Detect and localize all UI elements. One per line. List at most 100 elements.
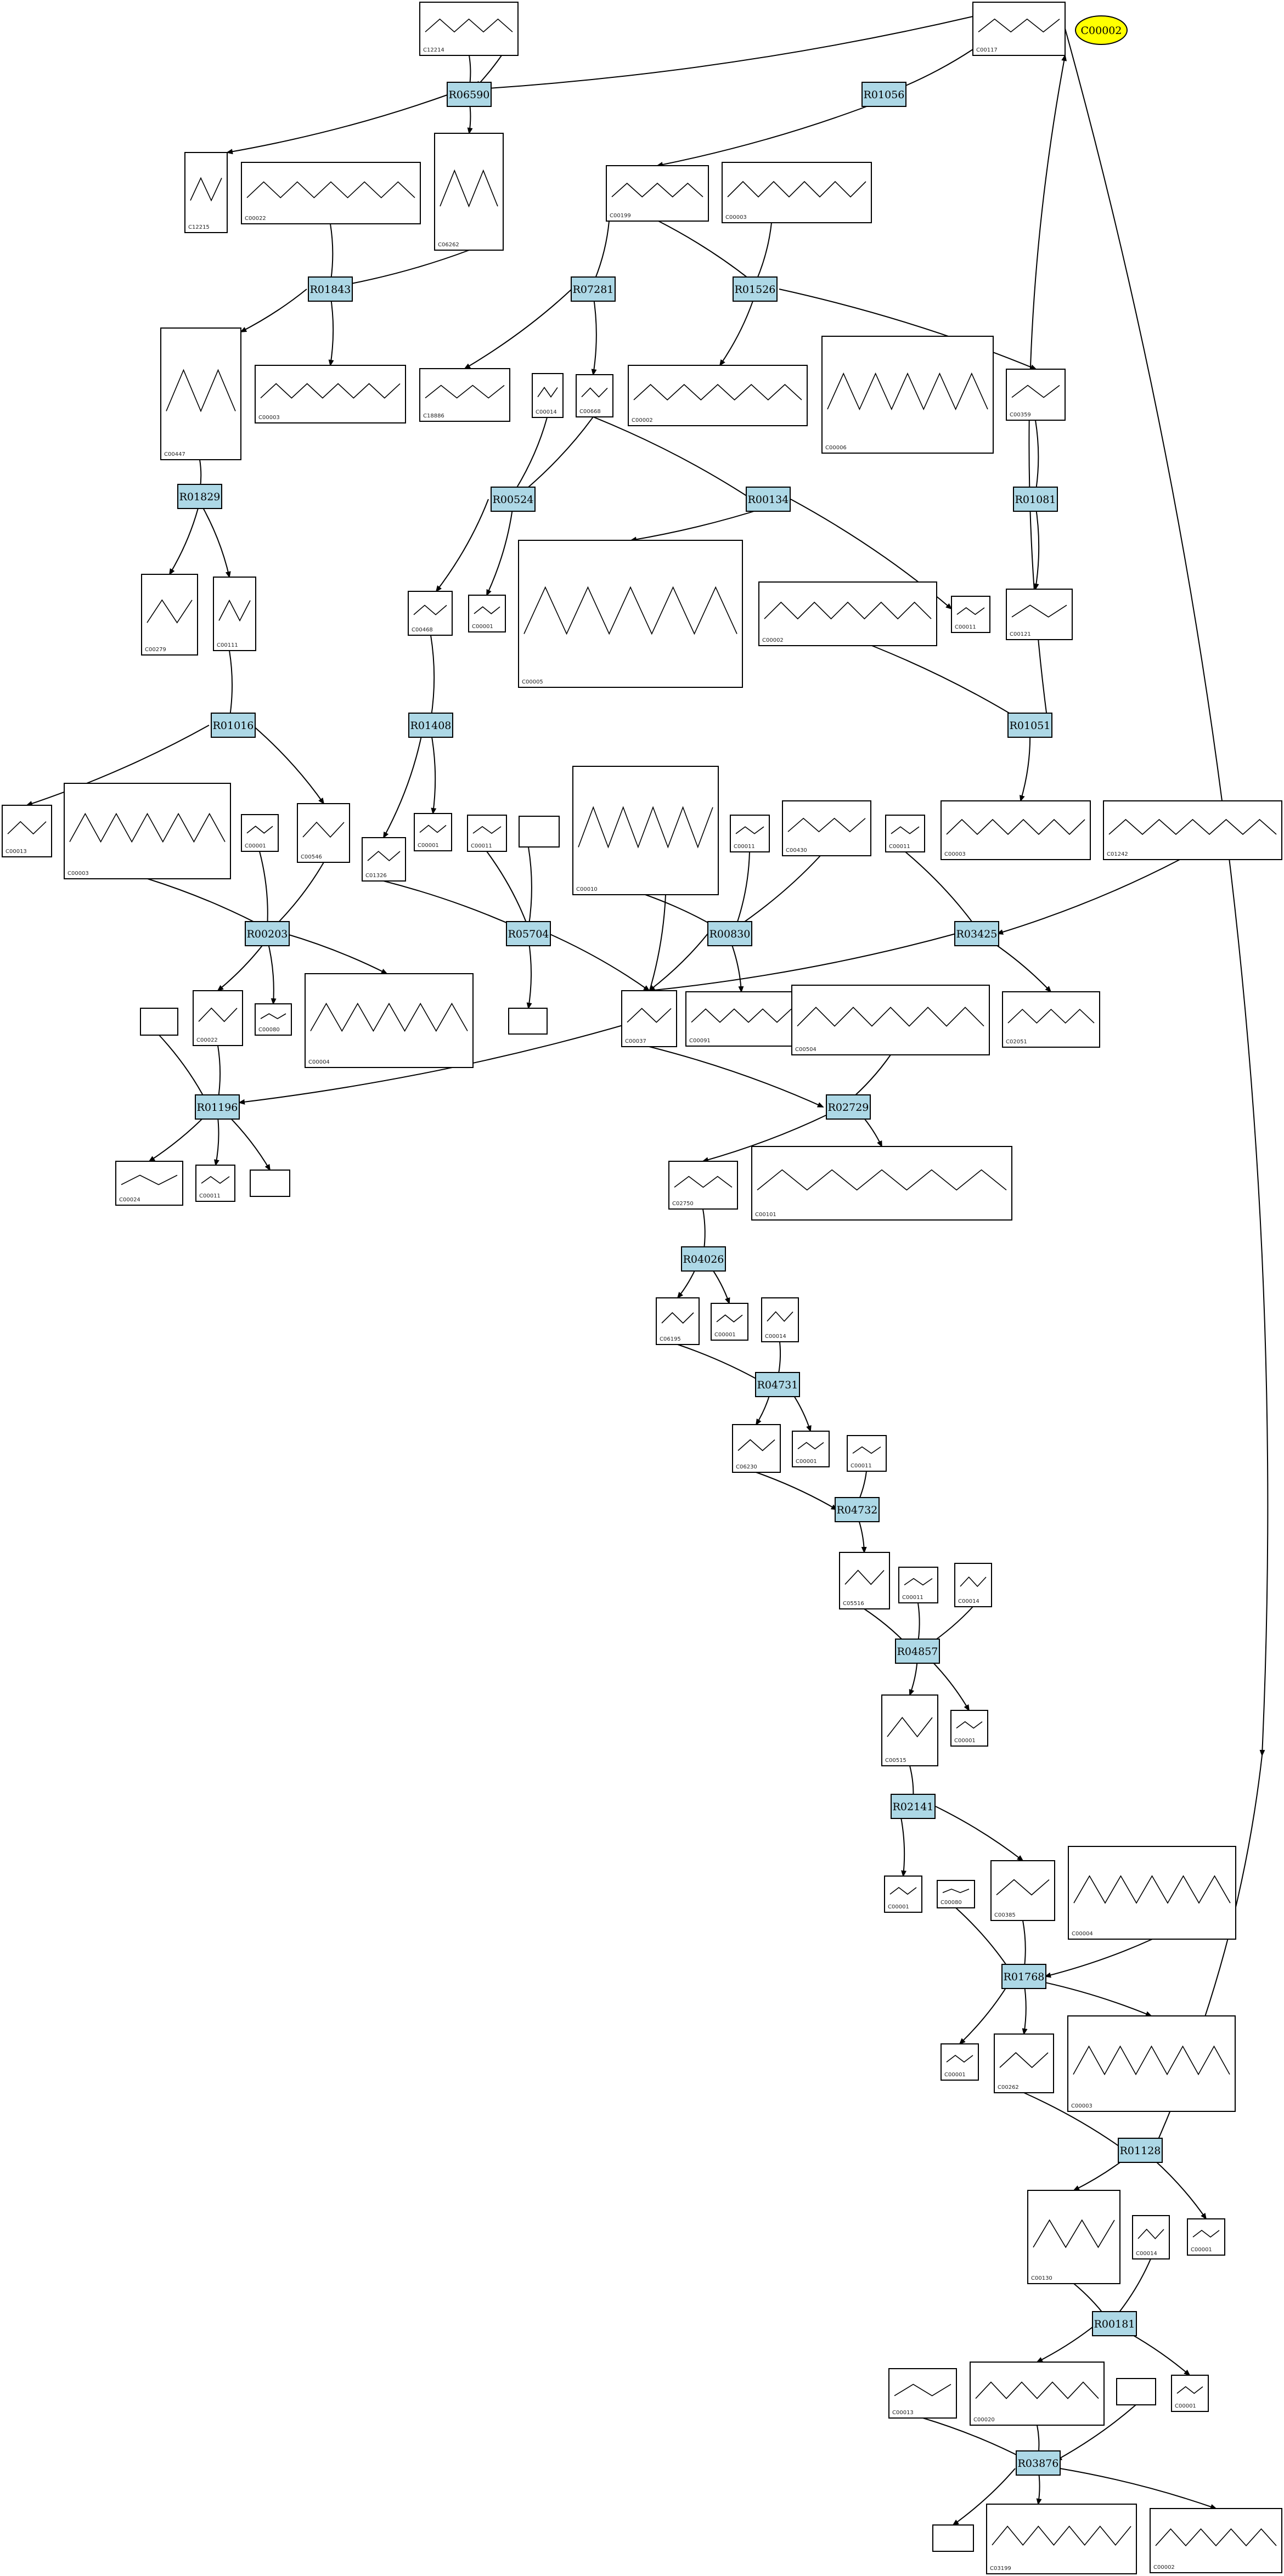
reaction-box[interactable] — [891, 1794, 936, 1819]
compound-box[interactable] — [519, 816, 560, 848]
compound-box[interactable] — [241, 162, 421, 224]
compound-box[interactable] — [986, 2504, 1137, 2574]
reaction-node-r00181[interactable]: R00181 — [1092, 2311, 1137, 2336]
compound-node[interactable]: C00005 — [518, 540, 743, 688]
compound-box[interactable] — [628, 365, 808, 426]
compound-box[interactable] — [730, 815, 770, 852]
compound-box[interactable] — [761, 1297, 799, 1342]
compound-box[interactable] — [1006, 589, 1073, 640]
reaction-node-r01128[interactable]: R01128 — [1118, 2138, 1163, 2163]
compound-node[interactable]: C00117 — [972, 2, 1066, 56]
highlighted-compound-node[interactable]: C00002 — [1075, 15, 1128, 45]
compound-box[interactable] — [532, 373, 564, 418]
compound-node[interactable]: C00130 — [1027, 2190, 1120, 2284]
reaction-box[interactable] — [1016, 2450, 1061, 2476]
compound-node[interactable] — [1116, 2378, 1156, 2405]
compound-node[interactable]: C00504 — [791, 985, 990, 1055]
compound-node[interactable]: C00001 — [792, 1431, 830, 1467]
reaction-box[interactable] — [308, 276, 353, 302]
compound-node[interactable]: C06230 — [732, 1424, 781, 1473]
compound-node[interactable]: C00013 — [888, 2368, 957, 2419]
compound-node[interactable]: C00011 — [951, 596, 990, 633]
compound-box[interactable] — [1103, 800, 1282, 860]
reaction-box[interactable] — [195, 1094, 240, 1120]
reaction-node-r01408[interactable]: R01408 — [408, 713, 453, 738]
compound-box[interactable] — [888, 2368, 957, 2419]
reaction-node-r05704[interactable]: R05704 — [506, 921, 551, 946]
reaction-node-r01081[interactable]: R01081 — [1013, 487, 1058, 512]
reaction-box[interactable] — [177, 484, 222, 509]
compound-node[interactable]: C00002 — [758, 581, 937, 646]
reaction-node-r04026[interactable]: R04026 — [681, 1246, 726, 1272]
compound-box[interactable] — [160, 327, 241, 460]
compound-box[interactable] — [184, 152, 228, 233]
compound-node[interactable] — [519, 816, 560, 848]
reaction-box[interactable] — [1118, 2138, 1163, 2163]
compound-box[interactable] — [758, 581, 937, 646]
compound-box[interactable] — [250, 1170, 290, 1197]
compound-node[interactable]: C00003 — [255, 365, 406, 423]
compound-node[interactable]: C00001 — [950, 1710, 988, 1747]
reaction-node-r01051[interactable]: R01051 — [1007, 713, 1052, 738]
reaction-box[interactable] — [895, 1639, 940, 1664]
compound-node[interactable]: C00447 — [160, 327, 241, 460]
compound-node[interactable]: C02051 — [1002, 991, 1100, 1048]
compound-node[interactable]: C00014 — [954, 1563, 992, 1607]
compound-box[interactable] — [839, 1552, 890, 1609]
compound-node[interactable]: C00024 — [115, 1161, 183, 1206]
compound-node[interactable]: C12214 — [419, 2, 519, 56]
compound-node[interactable]: C00080 — [937, 1880, 975, 1908]
reaction-box[interactable] — [1007, 713, 1052, 738]
compound-node[interactable] — [250, 1170, 290, 1197]
compound-box[interactable] — [821, 336, 994, 454]
reaction-box[interactable] — [826, 1094, 871, 1120]
compound-box[interactable] — [1027, 2190, 1120, 2284]
compound-box[interactable] — [1002, 991, 1100, 1048]
compound-box[interactable] — [994, 2033, 1054, 2093]
compound-box[interactable] — [668, 1161, 738, 1210]
reaction-node-r02729[interactable]: R02729 — [826, 1094, 871, 1120]
compound-node[interactable]: C00006 — [821, 336, 994, 454]
reaction-node-r06590[interactable]: R06590 — [447, 82, 492, 107]
compound-node[interactable]: C00011 — [898, 1567, 938, 1603]
compound-node[interactable]: C03199 — [986, 2504, 1137, 2574]
reaction-box[interactable] — [861, 82, 906, 107]
compound-node[interactable]: C00011 — [885, 815, 925, 852]
compound-node[interactable]: C00199 — [606, 165, 709, 222]
reaction-node-r01768[interactable]: R01768 — [1001, 1964, 1046, 1989]
reaction-box[interactable] — [733, 276, 778, 302]
compound-box[interactable] — [847, 1435, 887, 1472]
reaction-node-r01526[interactable]: R01526 — [733, 276, 778, 302]
compound-box[interactable] — [1068, 1846, 1236, 1940]
compound-node[interactable]: C00003 — [722, 162, 872, 223]
reaction-node-r04857[interactable]: R04857 — [895, 1639, 940, 1664]
compound-box[interactable] — [508, 1008, 548, 1035]
compound-node[interactable]: C00004 — [305, 973, 474, 1068]
compound-box[interactable] — [885, 815, 925, 852]
compound-node[interactable]: C06195 — [656, 1297, 700, 1345]
compound-box[interactable] — [141, 574, 198, 656]
compound-node[interactable]: C00111 — [213, 577, 256, 651]
compound-node[interactable]: C00001 — [1187, 2218, 1225, 2256]
reaction-node-r01016[interactable]: R01016 — [211, 713, 256, 738]
reaction-node-r04732[interactable]: R04732 — [835, 1497, 880, 1522]
compound-node[interactable]: C00011 — [847, 1435, 887, 1472]
reaction-node-r01196[interactable]: R01196 — [195, 1094, 240, 1120]
compound-box[interactable] — [791, 985, 990, 1055]
reaction-node-r00830[interactable]: R00830 — [707, 921, 752, 946]
reaction-node-r03425[interactable]: R03425 — [954, 921, 999, 946]
compound-box[interactable] — [115, 1161, 183, 1206]
reaction-box[interactable] — [245, 921, 290, 946]
compound-box[interactable] — [972, 2, 1066, 56]
compound-node[interactable]: C00091 — [685, 991, 797, 1047]
compound-box[interactable] — [213, 577, 256, 651]
reaction-box[interactable] — [746, 487, 791, 512]
compound-node[interactable]: C18886 — [419, 368, 510, 422]
compound-box[interactable] — [297, 803, 350, 863]
compound-box[interactable] — [1150, 2508, 1282, 2573]
compound-node[interactable]: C00515 — [881, 1694, 938, 1766]
compound-node[interactable]: C01242 — [1103, 800, 1282, 860]
compound-node[interactable]: C02750 — [668, 1161, 738, 1210]
compound-node[interactable]: C00359 — [1006, 369, 1066, 421]
compound-box[interactable] — [951, 596, 990, 633]
